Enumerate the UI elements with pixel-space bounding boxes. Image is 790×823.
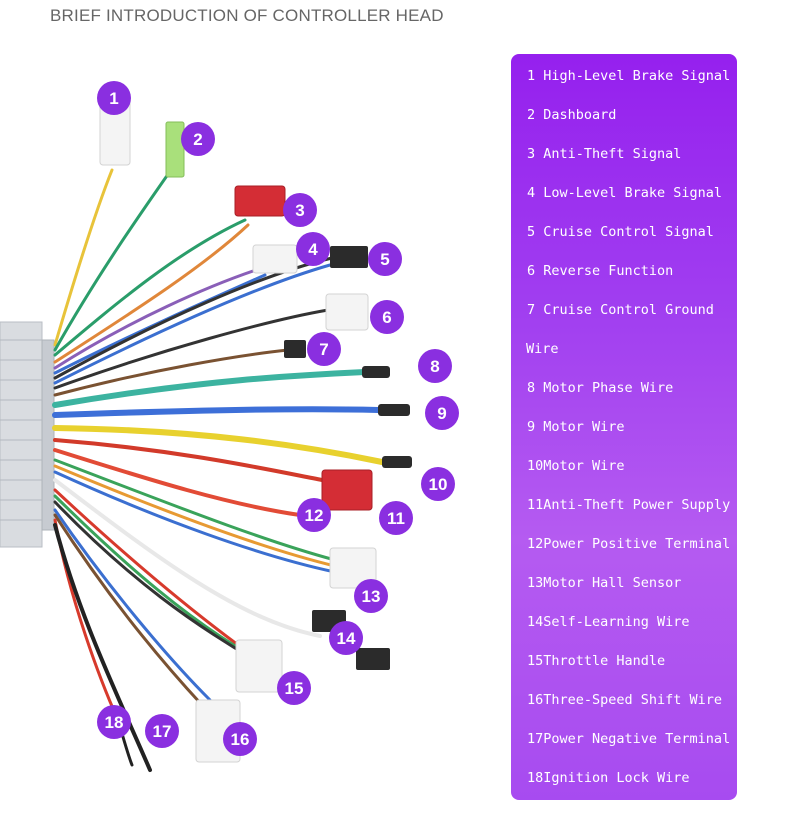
- badge-5: 5: [368, 242, 402, 276]
- badge-3: 3: [283, 193, 317, 227]
- svg-text:11: 11: [387, 509, 405, 528]
- svg-text:17: 17: [153, 722, 172, 741]
- svg-text:1: 1: [109, 89, 118, 108]
- svg-text:6: 6: [382, 308, 391, 327]
- connector-15: [235, 639, 283, 693]
- badge-15: 15: [277, 671, 311, 705]
- legend-item: 16Three-Speed Shift Wire: [527, 692, 723, 708]
- wire-red-15: [53, 488, 247, 652]
- legend-item: 8 Motor Phase Wire: [527, 380, 674, 396]
- legend-panel: 1 High-Level Brake Signal 2 Dashboard 3 …: [511, 54, 737, 800]
- connector-14b: [356, 648, 390, 670]
- page-title: BRIEF INTRODUCTION OF CONTROLLER HEAD: [50, 6, 444, 25]
- wire-red-11: [53, 438, 324, 482]
- badge-14: 14: [329, 621, 363, 655]
- legend-item: 10Motor Wire: [527, 458, 625, 474]
- wire-yellow-1: [53, 168, 114, 347]
- wire-red-12: [53, 448, 302, 517]
- svg-text:12: 12: [305, 506, 324, 525]
- svg-text:15: 15: [285, 679, 304, 698]
- badge-10: 10: [421, 467, 455, 501]
- wire-brown-7: [53, 348, 290, 397]
- badge-18: 18: [97, 705, 131, 739]
- svg-text:5: 5: [380, 250, 389, 269]
- wire-purple-4: [53, 266, 264, 370]
- wire-green-8: [52, 369, 368, 408]
- wire-green-3: [53, 218, 247, 357]
- legend-item: 14Self-Learning Wire: [527, 614, 690, 630]
- badge-1: 1: [97, 81, 131, 115]
- legend-item: 7 Cruise Control Ground: [527, 302, 714, 318]
- legend-item: 1 High-Level Brake Signal: [527, 68, 731, 84]
- connector-4: [252, 244, 298, 274]
- wire-brown-16: [53, 513, 204, 707]
- connector-2: [165, 121, 185, 178]
- legend-item: 11Anti-Theft Power Supply: [527, 497, 731, 513]
- connector-13: [329, 547, 377, 589]
- svg-text:14: 14: [337, 629, 356, 648]
- badge-6: 6: [370, 300, 404, 334]
- svg-text:3: 3: [295, 201, 304, 220]
- badge-17: 17: [145, 714, 179, 748]
- badge-13: 13: [354, 579, 388, 613]
- badge-7: 7: [307, 332, 341, 366]
- wire-blue-5: [53, 263, 332, 385]
- wire-black-6: [53, 308, 330, 390]
- connector-7: [284, 340, 306, 358]
- badge-12: 12: [297, 498, 331, 532]
- wires: [52, 158, 385, 772]
- wire-blue-16: [53, 508, 212, 702]
- wire-black-15: [53, 500, 257, 662]
- connector-10: [382, 456, 412, 468]
- legend-item: 17Power Negative Terminal: [527, 731, 731, 747]
- legend-item: 4 Low-Level Brake Signal: [527, 185, 723, 201]
- badges: 1 2 3 4 5 6 7 8 9 10 11 12 13 14 15 16 1…: [97, 81, 459, 756]
- svg-text:4: 4: [308, 240, 318, 259]
- connector-3: [234, 185, 286, 217]
- legend-item: 18Ignition Lock Wire: [527, 770, 690, 786]
- legend-item: 2 Dashboard: [527, 107, 617, 123]
- badge-4: 4: [296, 232, 330, 266]
- svg-text:16: 16: [231, 730, 250, 749]
- legend-item: 13Motor Hall Sensor: [527, 575, 682, 591]
- legend-item: 9 Motor Wire: [527, 419, 625, 435]
- legend-item: 3 Anti-Theft Signal: [527, 146, 682, 162]
- wire-white-14: [53, 478, 322, 638]
- connector-5: [330, 246, 368, 268]
- svg-text:13: 13: [362, 587, 381, 606]
- badge-8: 8: [418, 349, 452, 383]
- wire-orange-3: [53, 223, 250, 364]
- svg-text:8: 8: [430, 357, 439, 376]
- badge-9: 9: [425, 396, 459, 430]
- wire-orange-13: [53, 464, 337, 568]
- badge-16: 16: [223, 722, 257, 756]
- svg-text:10: 10: [429, 475, 448, 494]
- wire-black-5: [53, 256, 334, 380]
- wire-blue-9: [52, 406, 381, 418]
- legend-item: 12Power Positive Terminal: [527, 536, 731, 552]
- wire-green-15: [53, 494, 252, 657]
- legend-item: Wire: [526, 341, 559, 357]
- badge-11: 11: [379, 501, 413, 535]
- badge-2: 2: [181, 122, 215, 156]
- legend-item: 5 Cruise Control Signal: [527, 224, 714, 240]
- legend-item: 6 Reverse Function: [527, 263, 674, 279]
- wire-yellow-10: [52, 425, 385, 465]
- connector-11: [321, 469, 373, 511]
- wire-blue-13: [53, 470, 337, 574]
- svg-text:18: 18: [105, 713, 124, 732]
- svg-text:7: 7: [319, 340, 328, 359]
- svg-text:2: 2: [193, 130, 202, 149]
- connector-9: [378, 404, 410, 416]
- svg-text:9: 9: [437, 404, 446, 423]
- connector-8: [362, 366, 390, 378]
- connector-6: [325, 293, 369, 331]
- legend-item: 15Throttle Handle: [527, 653, 666, 669]
- wire-green-13: [53, 458, 337, 562]
- wire-black-17: [53, 523, 152, 772]
- controller-box: [0, 321, 55, 548]
